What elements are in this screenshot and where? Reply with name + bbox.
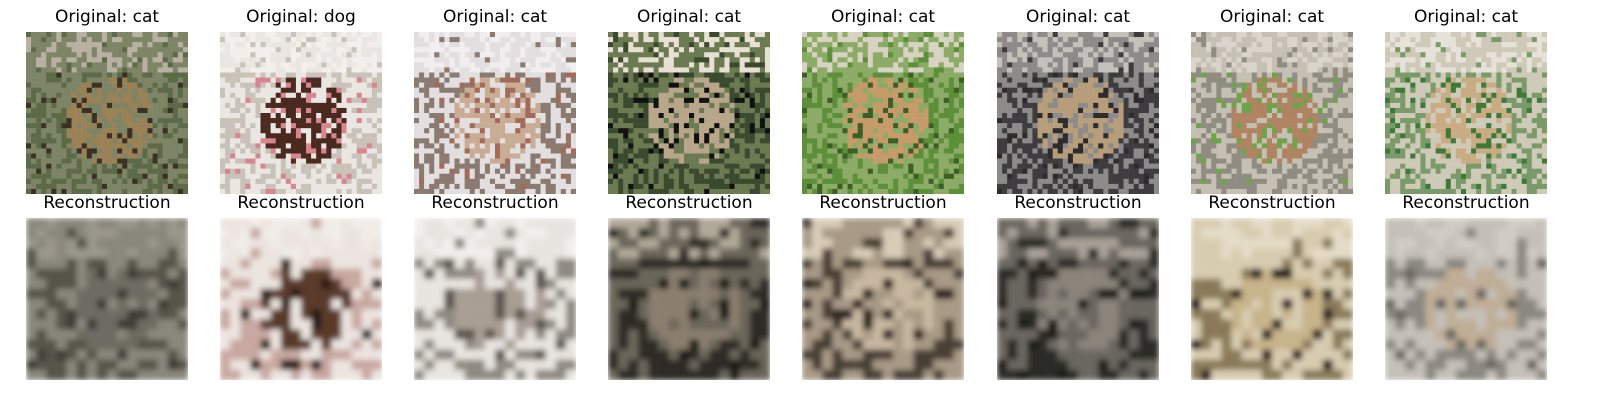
panel-title: Original: cat (1219, 7, 1325, 27)
reconstruction-image (802, 218, 964, 380)
pixel-image (997, 32, 1159, 194)
original-image (26, 32, 188, 194)
pixel-image (26, 218, 188, 380)
pixel-image (997, 218, 1159, 380)
reconstruction-image (26, 218, 188, 380)
pixel-image (220, 218, 382, 380)
original-image (802, 32, 964, 194)
original-image (1191, 32, 1353, 194)
pixel-image (608, 218, 770, 380)
pixel-image (608, 32, 770, 194)
pixel-image (1385, 218, 1547, 380)
panel-title: Original: cat (636, 7, 742, 27)
panel-title: Original: cat (1413, 7, 1519, 27)
panel-title: Original: dog (246, 7, 356, 27)
panel-title: Reconstruction (43, 193, 171, 213)
panel-title: Reconstruction (1014, 193, 1142, 213)
reconstruction-image (997, 218, 1159, 380)
panel-title: Reconstruction (819, 193, 947, 213)
panel-title: Reconstruction (431, 193, 559, 213)
panel-title: Reconstruction (1208, 193, 1336, 213)
panel-title: Reconstruction (1402, 193, 1530, 213)
reconstruction-image (414, 218, 576, 380)
pixel-image (802, 32, 964, 194)
original-image (608, 32, 770, 194)
pixel-image (220, 32, 382, 194)
panel-title: Reconstruction (237, 193, 365, 213)
reconstruction-image (1191, 218, 1353, 380)
pixel-image (1191, 32, 1353, 194)
original-image (220, 32, 382, 194)
reconstruction-image (220, 218, 382, 380)
pixel-image (26, 32, 188, 194)
original-image (1385, 32, 1547, 194)
original-image (997, 32, 1159, 194)
panel-title: Reconstruction (625, 193, 753, 213)
pixel-image (802, 218, 964, 380)
original-image (414, 32, 576, 194)
panel-title: Original: cat (830, 7, 936, 27)
panel-title: Original: cat (1025, 7, 1131, 27)
pixel-image (1191, 218, 1353, 380)
reconstruction-image (1385, 218, 1547, 380)
pixel-image (414, 32, 576, 194)
panel-title: Original: cat (442, 7, 548, 27)
pixel-image (1385, 32, 1547, 194)
panel-title: Original: cat (54, 7, 160, 27)
pixel-image (414, 218, 576, 380)
reconstruction-image (608, 218, 770, 380)
